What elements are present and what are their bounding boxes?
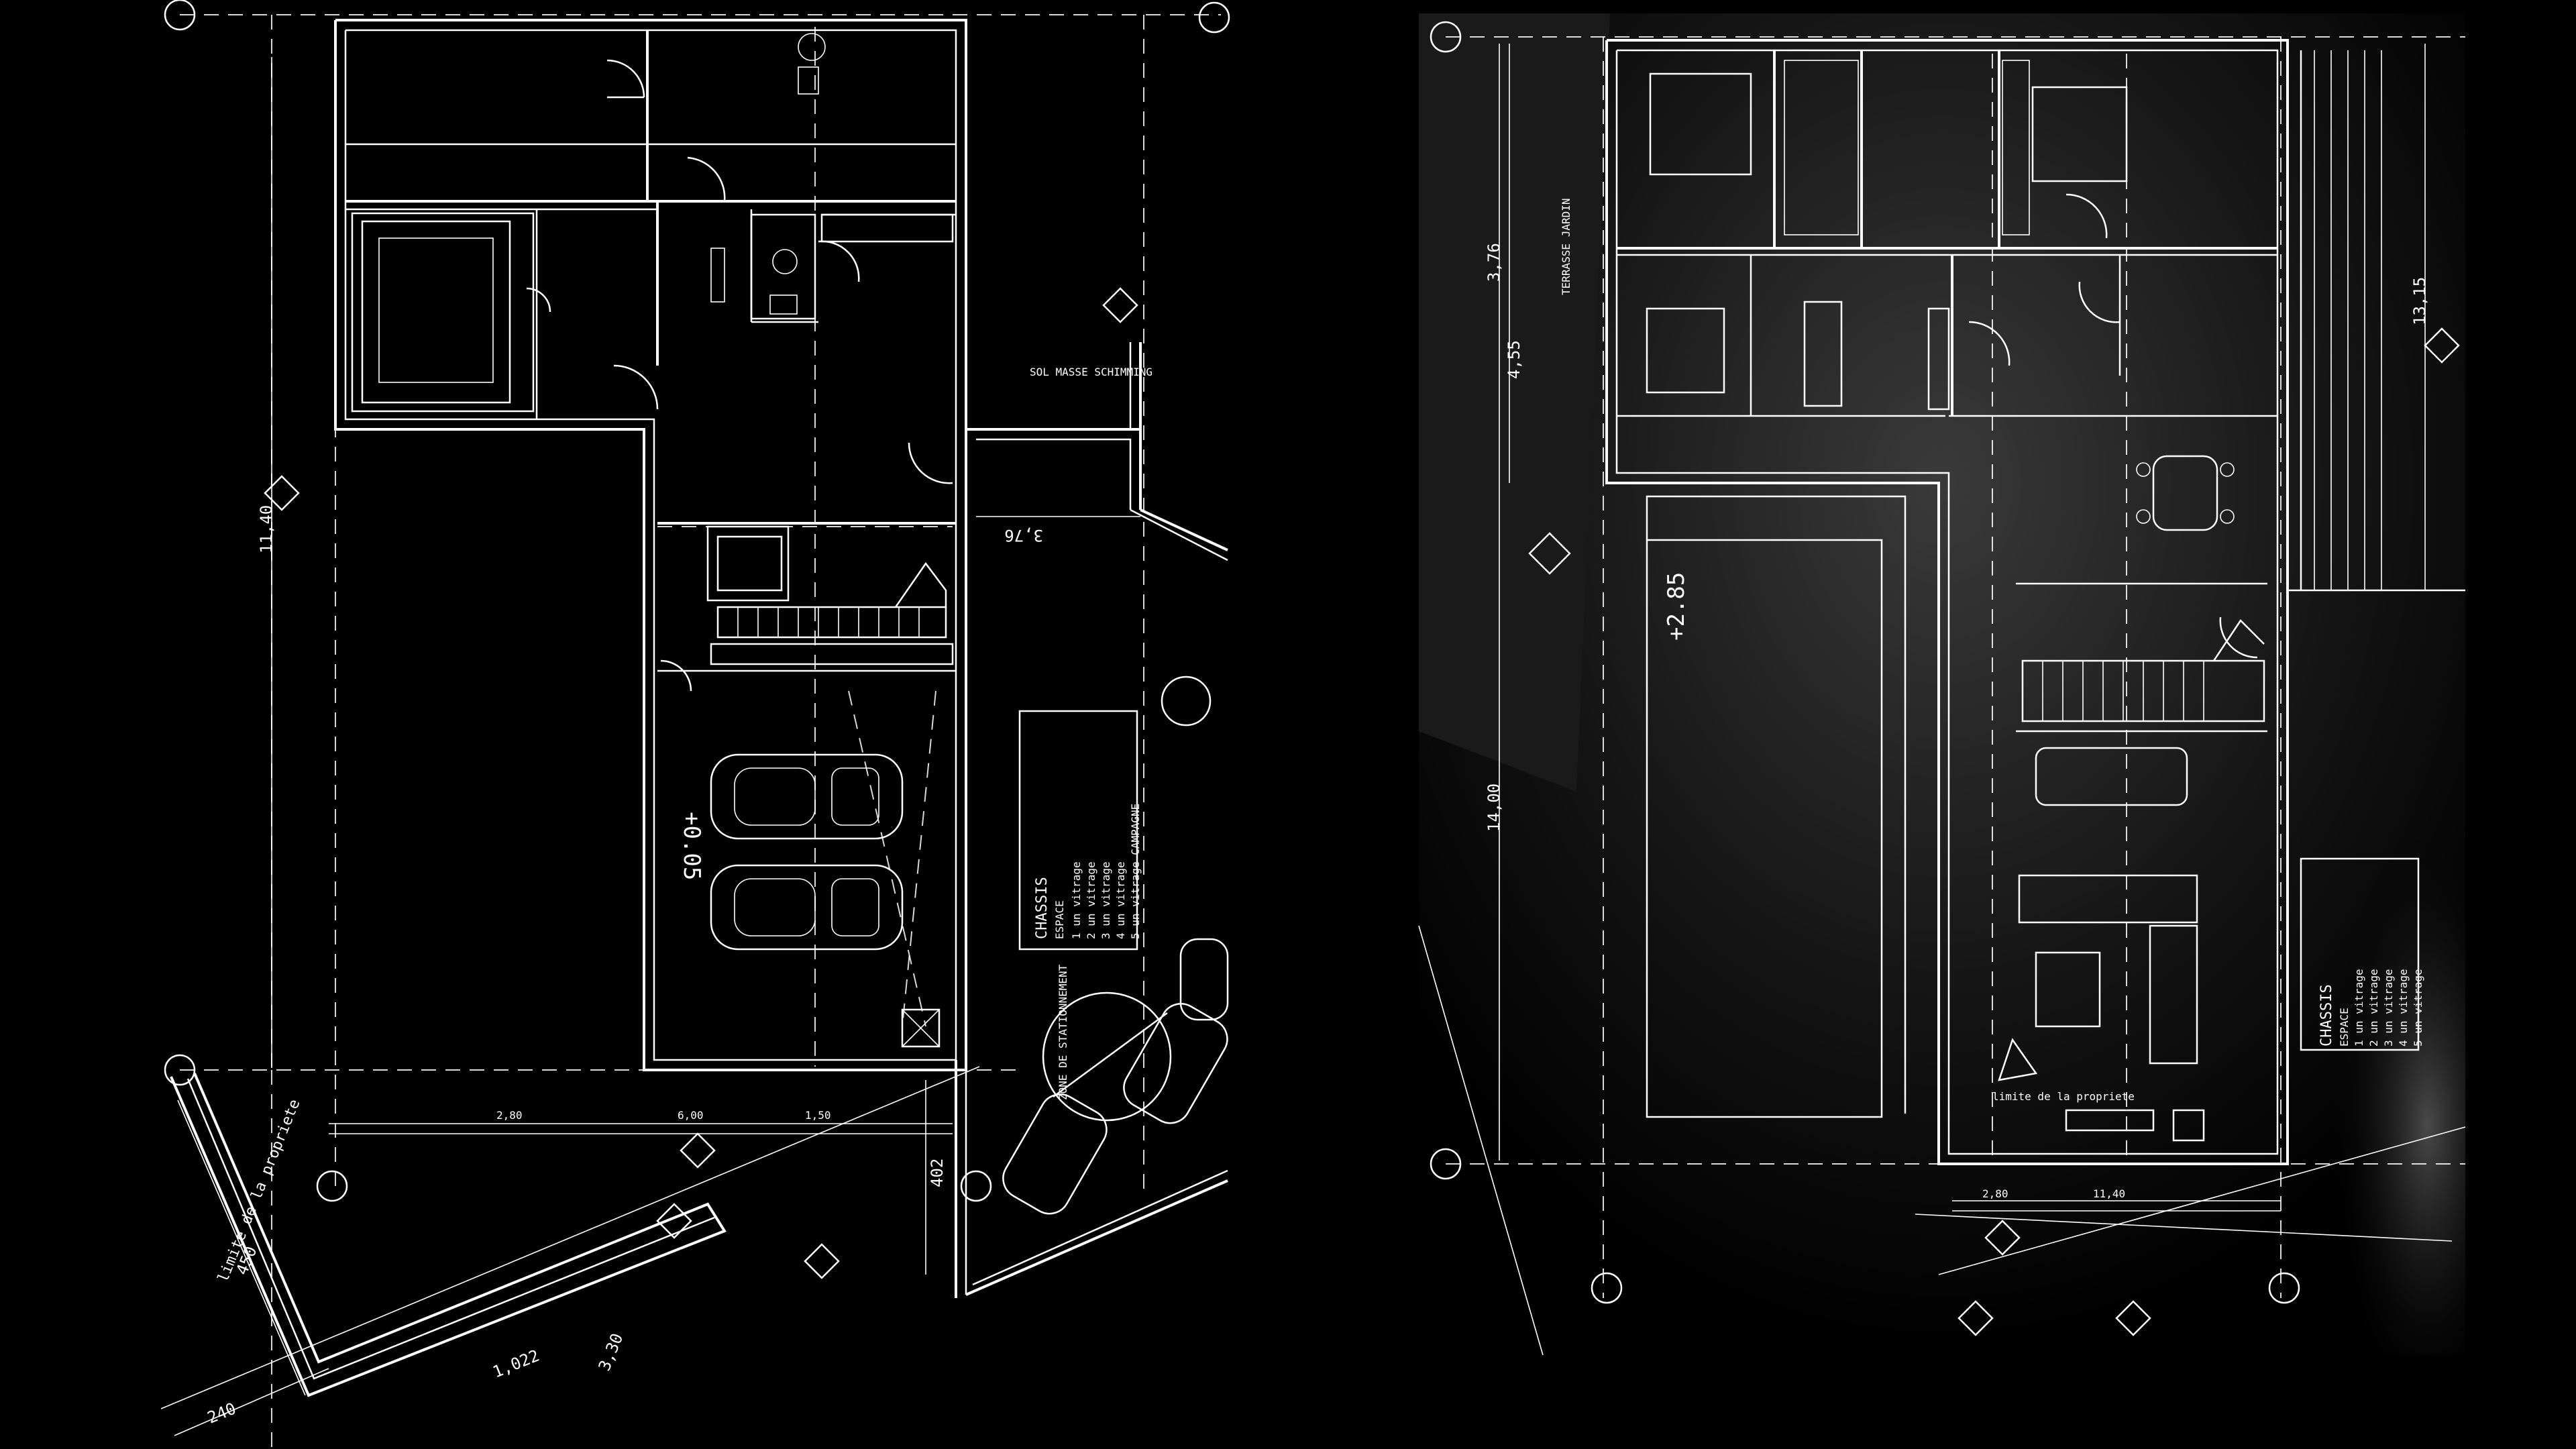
- legend-title: CHASSIS: [2318, 984, 2335, 1046]
- annotation: limite de la propriete: [215, 1097, 303, 1285]
- right-terrace: [2288, 50, 2465, 592]
- dim-text: 11,40: [2093, 1187, 2125, 1200]
- annotation: limite de la propriete: [1992, 1090, 2135, 1103]
- dim-text: 240: [205, 1399, 239, 1427]
- level-mark: +2.85: [1663, 572, 1690, 641]
- left-legend-text: CHASSIS ESPACE 1 un vitrage 2 un vitrage…: [1034, 804, 1142, 939]
- left-grid-axes: [164, 0, 1230, 1202]
- fireplace-icon: [2065, 1109, 2155, 1132]
- glow-background: [2214, 590, 2465, 1355]
- annotation: SOL MASSE SCHIMMING: [1030, 366, 1152, 378]
- car-icon: [1002, 1093, 1108, 1215]
- dim-text: 11,40: [257, 505, 276, 553]
- tiled-floor: [378, 237, 494, 383]
- car-icon: [710, 753, 904, 840]
- section-marker-icon: [1984, 1220, 2021, 1256]
- legend-line: 1 un vitrage: [1070, 861, 1083, 939]
- turntable-icon: [1042, 991, 1172, 1122]
- grid-bubble: [164, 0, 196, 31]
- dim-text: 1,022: [490, 1346, 541, 1382]
- legend-line: 3 un vitrage: [2382, 969, 2395, 1046]
- left-doors: [526, 59, 953, 692]
- dim-text: 13,15: [2410, 277, 2429, 325]
- left-annex: [955, 342, 1229, 1298]
- dim-text: 2,80: [1982, 1187, 2008, 1200]
- dim-text: 1,50: [805, 1109, 831, 1122]
- right-floor-plan: 3,76 14,00 4,55 13,15 11,40 2,80 +2.85 T…: [1418, 13, 2466, 1356]
- right-furniture: [1998, 455, 2235, 1142]
- tree-icon: [1161, 676, 1212, 727]
- legend-line: 4 un vitrage: [2397, 969, 2410, 1046]
- section-marker-icon: [656, 1203, 692, 1239]
- right-staircase: [2021, 619, 2265, 722]
- grid-bubble: [1591, 1272, 1623, 1304]
- legend-line: ESPACE: [1053, 900, 1066, 939]
- dim-text: 3,76: [1004, 526, 1043, 545]
- legend-line: 2 un vitrage: [1085, 861, 1097, 939]
- car-icon: [710, 864, 904, 951]
- grid-bubble: [316, 1170, 348, 1202]
- dining-table-icon: [2035, 747, 2188, 806]
- grid-bubble: [2268, 1272, 2300, 1304]
- legend-box: [1018, 710, 1138, 951]
- legend-line: 3 un vitrage: [1099, 861, 1112, 939]
- section-marker-icon: [1528, 532, 1571, 575]
- terrain-shading: [1419, 13, 1610, 792]
- left-legend: [1018, 710, 1138, 951]
- dim-text: 402: [928, 1159, 947, 1187]
- section-marker-icon: [804, 1243, 840, 1279]
- section-marker-icon: [264, 475, 300, 511]
- kitchen-counter: [2149, 924, 2198, 1065]
- chair-icon: [1998, 1038, 2038, 1081]
- section-marker-icon: [2115, 1300, 2151, 1336]
- dim-text: 3,76: [1485, 243, 1503, 282]
- sofa-icon: [2035, 951, 2101, 1028]
- left-floor-plan: 3,76 1,022 240 402 450 3,30 11,40 2,80 1…: [160, 0, 1230, 1449]
- car-icon: [1179, 938, 1229, 1021]
- legend-line: 5 un vitrage: [2412, 969, 2424, 1046]
- right-level-markers: [1528, 327, 2460, 1336]
- left-walls: [334, 19, 967, 1071]
- table-icon: [2152, 455, 2218, 531]
- left-dimension-lines: [174, 57, 1140, 1436]
- legend-line: 2 un vitrage: [2367, 969, 2380, 1046]
- level-mark: +0.05: [678, 812, 705, 880]
- left-level-markers: [264, 287, 1138, 1279]
- dim-text: 2,80: [496, 1109, 523, 1122]
- right-doors: [1968, 193, 2258, 659]
- legend-line: 5 un vitrage CAMPAGNE: [1129, 804, 1142, 939]
- grid-bubble: [1430, 21, 1462, 53]
- grid-bubble: [960, 1170, 992, 1202]
- legend-box: [2300, 857, 2420, 1051]
- dim-text: 6,00: [678, 1109, 704, 1122]
- open-area: [1646, 539, 1883, 1118]
- grid-bubble: [1430, 1148, 1462, 1180]
- annotation: ZONE DE STATIONNEMENT: [1057, 964, 1069, 1100]
- dim-text: 4,55: [1505, 340, 1523, 379]
- left-fixtures: [710, 33, 826, 592]
- car-icon: [1123, 1003, 1228, 1124]
- legend-title: CHASSIS: [1034, 877, 1051, 939]
- grid-bubble: [1198, 1, 1230, 34]
- legend-line: 4 un vitrage: [1114, 861, 1127, 939]
- dim-text: 14,00: [1485, 784, 1503, 832]
- section-marker-icon: [2424, 327, 2460, 364]
- legend-line: 1 un vitrage: [2353, 969, 2365, 1046]
- section-marker-icon: [680, 1132, 716, 1169]
- dim-text: 3,30: [595, 1331, 627, 1374]
- annotation: TERRASSE JARDIN: [1560, 199, 1572, 296]
- section-marker-icon: [1102, 287, 1138, 323]
- legend-line: ESPACE: [2338, 1008, 2351, 1046]
- section-marker-icon: [1957, 1300, 1994, 1336]
- right-dimension-lines: [1418, 44, 2466, 1356]
- left-garage-cars: [710, 690, 941, 1048]
- left-staircase: [710, 561, 954, 665]
- kitchen-island: [2018, 874, 2198, 924]
- right-legend-text: CHASSIS ESPACE 1 un vitrage 2 un vitrage…: [2318, 969, 2424, 1046]
- grid-bubble: [164, 1054, 196, 1086]
- right-walls: [1605, 39, 2289, 1165]
